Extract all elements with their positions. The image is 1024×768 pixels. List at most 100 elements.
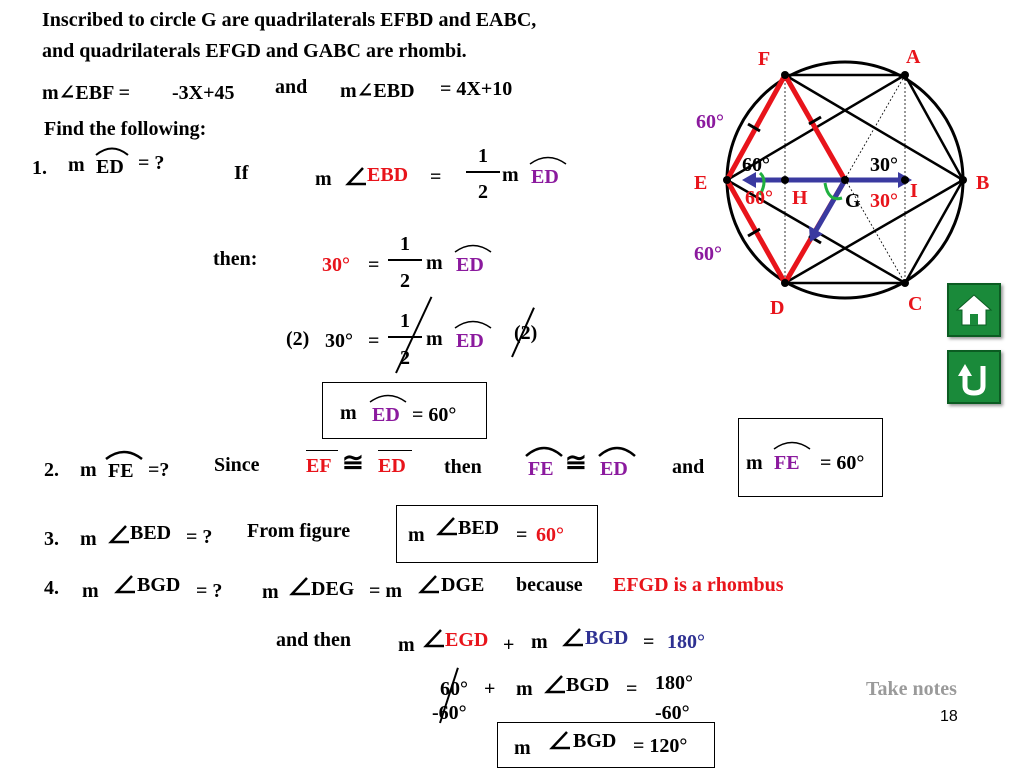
return-button[interactable] [947,350,1001,404]
q2-arc-fe: FE [108,460,134,482]
q1-one: 1 [478,145,488,167]
q1-one-b: 1 [400,233,410,255]
angle-icon [436,517,457,536]
q3-number: 3. [44,528,59,550]
q4-180b: 180° [655,672,693,694]
segment-bar [306,450,338,451]
angle-icon [289,577,310,596]
q4-equals-question: = ? [196,580,223,602]
congruent-symbol: ≅ [565,448,587,477]
label-f: F [758,48,771,70]
label-e: E [694,172,708,194]
q1-number: 1. [32,157,47,179]
arc-mark-icon [105,450,143,460]
q1-eq2: = [368,254,380,276]
q4-plus: + [503,634,515,656]
q4-plus2: + [484,678,496,700]
angle-icon [114,575,135,594]
q4-final-m: m [514,737,531,759]
q1-result-arc: ED [372,404,400,426]
q4-number: 4. [44,577,59,599]
q4-eq-m: = m [369,580,403,602]
fraction-bar [388,259,422,261]
q1-m2: m [502,164,519,186]
q4-m2: m [531,631,548,653]
q1-result-m: m [340,402,357,424]
angle-icon [562,628,583,647]
angle-icon [418,575,439,594]
angle-icon [549,731,570,750]
page-number: 18 [940,708,958,725]
label-a: A [906,46,921,68]
arc-mark-icon [529,156,567,165]
angle-30-inner: 30° [870,154,898,176]
q2-result-m: m [746,452,763,474]
q1-arc-ed: ED [96,156,124,178]
q2-number: 2. [44,459,59,481]
ebf-label: m∠EBF = [42,82,130,104]
if-text: If [234,162,249,184]
q4-final-value: = 120° [633,735,688,757]
q1-m3: m [426,252,443,274]
angle-icon [345,167,366,186]
arc-fe-purple: FE [528,458,554,480]
because-text: because [516,574,583,596]
q4-neg60-right: -60° [655,702,690,724]
q3-result-bed: BED [458,517,500,539]
q4-m3: m [516,678,533,700]
q1-two: 2 [478,181,488,203]
arc-mark-icon [369,394,407,403]
q1-two-b: 2 [400,270,410,292]
home-icon [955,294,993,326]
header-line-2: and quadrilaterals EFGD and GABC are rho… [42,40,467,62]
q4-result-box [497,722,715,768]
q4-bgd2: BGD [566,674,610,696]
angle-icon [544,675,565,694]
label-b: B [976,172,990,194]
angle-60-h: 60° [745,187,773,209]
congruent-symbol: ≅ [342,448,364,477]
angle-icon [108,525,129,544]
q4-bgd-navy: BGD [585,627,629,649]
q1-arc-ed-2: ED [531,166,559,188]
paren-two-left: (2) [286,328,310,350]
arc-mark-icon [454,244,492,253]
since-text: Since [214,454,260,476]
q4-bgd: BGD [137,574,181,596]
q3-m: m [80,528,97,550]
q1-arc-ed-3: ED [456,254,484,276]
segment-bar [378,450,412,451]
angle-30-g: 30° [870,190,898,212]
q2-result-arc: FE [774,452,800,474]
and-text: and [275,76,308,98]
home-button[interactable] [947,283,1001,337]
q1-one-c: 1 [400,310,410,332]
q3-bed: BED [130,522,172,544]
ebf-expression: -3X+45 [172,82,235,104]
q1-m-angle: m [315,168,332,190]
q1-eq3: = [368,330,380,352]
and-then-text: and then [276,629,352,651]
take-notes: Take notes [866,678,957,700]
q1-m4: m [426,328,443,350]
return-arrow-icon [958,364,986,396]
q1-equals: = [430,166,442,188]
q1-m: m [68,154,85,176]
q4-eq3: = [626,678,638,700]
segment-ed: ED [378,455,406,477]
q4-180-navy: 180° [667,631,705,653]
q4-dge: DGE [441,574,485,596]
fraction-bar [466,171,500,173]
arc-ed-purple: ED [600,458,628,480]
q3-equals-question: = ? [186,526,213,548]
q1-equals-question: = ? [138,152,165,174]
arc-mark-icon [598,446,636,457]
q2-result-value: = 60° [820,452,865,474]
from-figure-text: From figure [247,520,351,542]
thirty-degrees-red: 30° [322,254,350,276]
arc-mark-icon [525,446,563,457]
thirty-degrees: 30° [325,330,353,352]
angle-60-bottom: 60° [694,243,722,265]
label-g: G [845,190,861,212]
label-c: C [908,293,923,315]
